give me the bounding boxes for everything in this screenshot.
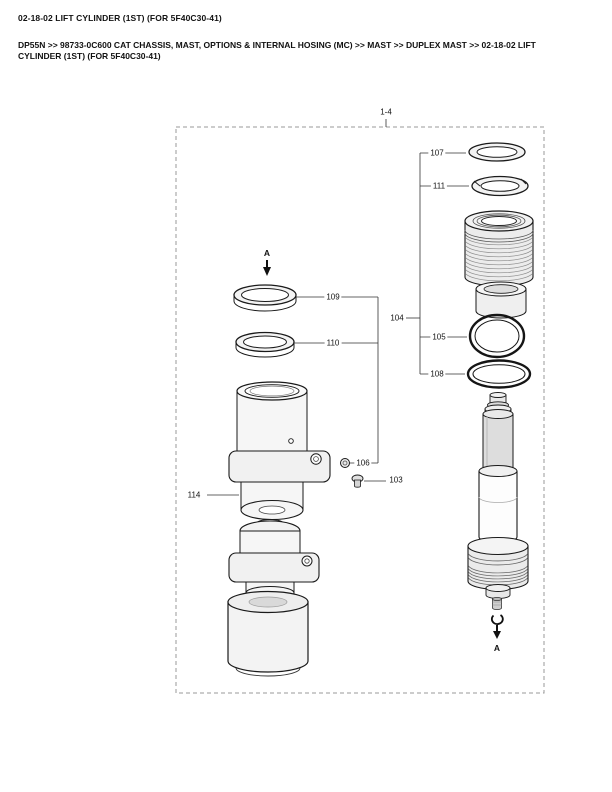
detail-marker-a-bottom: A (493, 643, 501, 653)
figure-range-label: 1-4 (378, 107, 394, 117)
callout-111: 111 (430, 181, 448, 191)
seal-ring-107 (468, 142, 526, 162)
assembly-boundary (175, 119, 545, 694)
callout-114: 114 (185, 490, 203, 500)
seal-ring-111 (471, 175, 529, 197)
nut-106 (340, 458, 350, 468)
o-ring-108 (466, 359, 532, 389)
bolt-103 (351, 474, 364, 488)
callout-103: 103 (387, 475, 405, 485)
cylinder-mid-section (228, 519, 320, 600)
page-title: 02-18-02 LIFT CYLINDER (1ST) (FOR 5F40C3… (18, 13, 222, 23)
detail-arrow-top-icon (263, 260, 271, 276)
cylinder-tube-114 (228, 381, 331, 521)
callout-109: 109 (324, 292, 342, 302)
callout-110: 110 (324, 338, 342, 348)
o-ring-105 (468, 313, 526, 359)
threaded-gland (464, 210, 534, 287)
detail-marker-a-top: A (263, 248, 271, 258)
cylinder-bottom-tube (227, 590, 309, 677)
bushing (475, 281, 527, 319)
snap-ring-clip (490, 614, 504, 625)
callout-108: 108 (428, 369, 446, 379)
breadcrumb: DP55N >> 98733-0C600 CAT CHASSIS, MAST, … (18, 40, 536, 61)
wear-ring-110 (235, 331, 295, 358)
callout-105: 105 (430, 332, 448, 342)
wear-ring-109 (233, 284, 297, 312)
piston-rod (478, 392, 518, 544)
grease-fitting (492, 597, 502, 610)
callout-104: 104 (388, 313, 406, 323)
piston-head (467, 536, 529, 599)
detail-arrow-bottom-icon (493, 625, 501, 639)
callout-107: 107 (428, 148, 446, 158)
callout-106: 106 (354, 458, 372, 468)
